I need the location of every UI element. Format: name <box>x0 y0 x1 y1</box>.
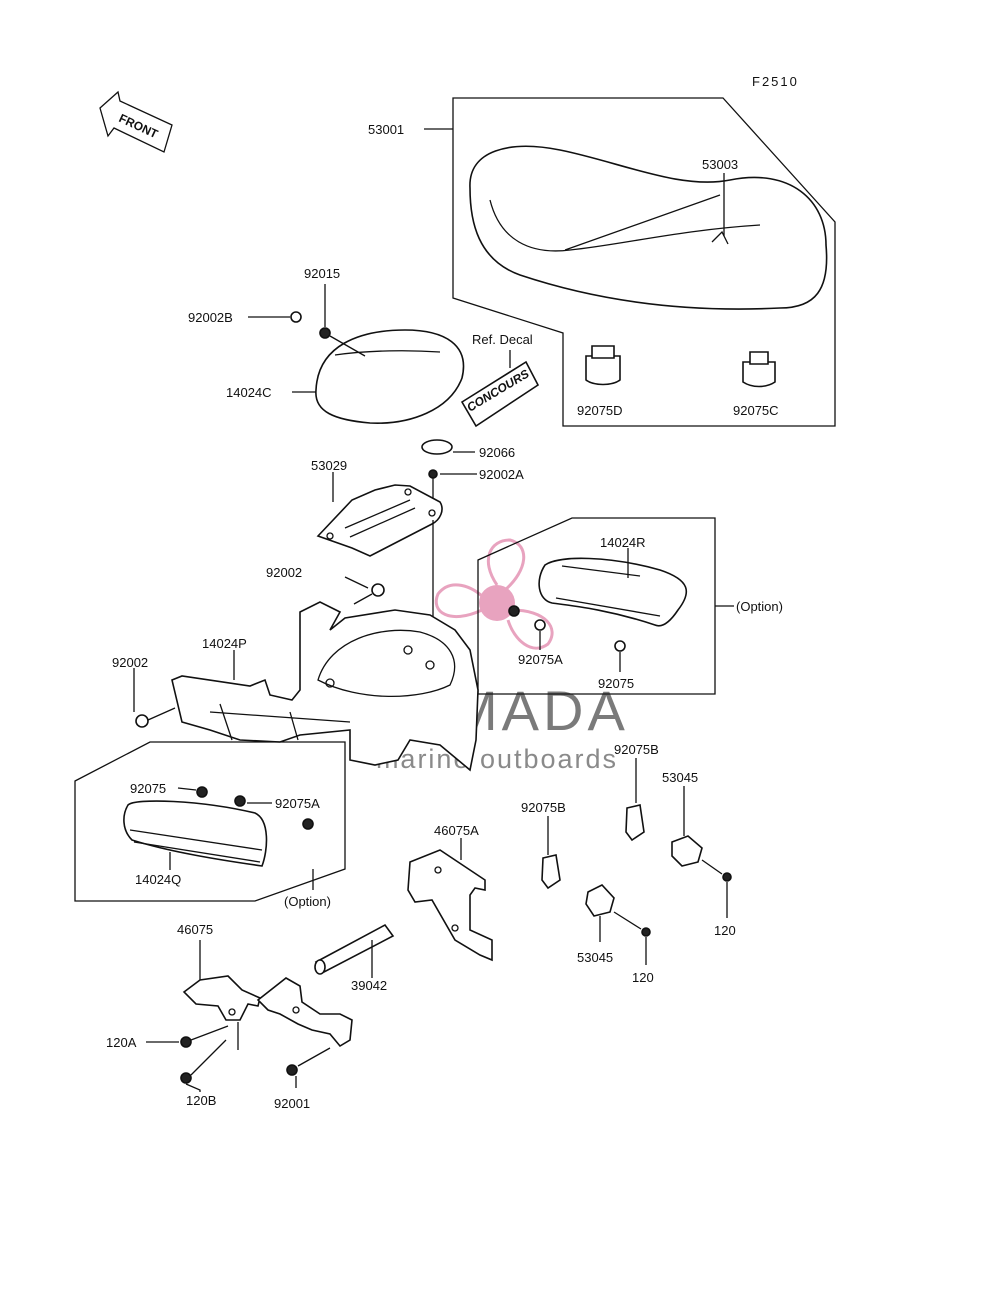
label-92001: 92001 <box>274 1096 310 1111</box>
seat-group-outline <box>452 97 836 427</box>
label-92015: 92015 <box>304 266 340 281</box>
label-92002A: 92002A <box>479 467 524 482</box>
cap-92066 <box>421 439 453 455</box>
label-120B: 120B <box>186 1093 216 1108</box>
label-92002-left: 92002 <box>112 655 148 670</box>
label-14024C: 14024C <box>226 385 272 400</box>
label-option-left: (Option) <box>284 894 331 909</box>
rear-fender-14024P <box>171 601 479 772</box>
label-46075: 46075 <box>177 922 213 937</box>
diagram-code: F2510 <box>752 74 799 89</box>
propeller-logo <box>434 538 554 650</box>
seat-damper-92075C <box>742 351 776 388</box>
label-120-right: 120 <box>714 923 736 938</box>
label-120-center: 120 <box>632 970 654 985</box>
nut-92001 <box>286 1064 298 1076</box>
label-53029: 53029 <box>311 458 347 473</box>
side-cover-14024Q <box>123 800 268 867</box>
seat-damper-92075D <box>585 345 621 386</box>
bolt-120-right <box>722 872 732 882</box>
label-92075A-left: 92075A <box>275 796 320 811</box>
nut-92015 <box>319 327 331 339</box>
label-53045-center: 53045 <box>577 950 613 965</box>
label-46075A: 46075A <box>434 823 479 838</box>
main-seat <box>469 145 828 310</box>
concours-decal: CONCOURS <box>460 360 540 428</box>
label-ref-decal: Ref. Decal <box>472 332 533 347</box>
option-box-left <box>74 741 346 902</box>
label-92075C: 92075C <box>733 403 779 418</box>
label-92075-right: 92075 <box>598 676 634 691</box>
nut-92075A-left-2 <box>302 818 314 830</box>
nut-92075A-left <box>234 795 246 807</box>
label-53003: 53003 <box>702 157 738 172</box>
label-92075D: 92075D <box>577 403 623 418</box>
seat-cowl-14024C <box>315 329 465 424</box>
clamp-92075B-center <box>541 854 561 890</box>
bolt-120A <box>180 1036 192 1048</box>
bracket-46075A <box>407 849 493 962</box>
label-92002-top: 92002 <box>266 565 302 580</box>
bolt-92002-left <box>135 714 149 728</box>
label-53001: 53001 <box>368 122 404 137</box>
label-14024Q: 14024Q <box>135 872 181 887</box>
watermark-tagline: marine outboards <box>376 744 618 774</box>
holder-53045-right <box>671 835 703 867</box>
label-92075A-right: 92075A <box>518 652 563 667</box>
bolt-120-center <box>641 927 651 937</box>
nut-92075A-right-1 <box>508 605 520 617</box>
rod-39042 <box>314 923 395 975</box>
bolt-92002A <box>428 469 438 479</box>
nut-92075-right <box>614 640 626 652</box>
holder-53045-center <box>585 884 615 917</box>
label-92075B-right: 92075B <box>614 742 659 757</box>
label-39042: 39042 <box>351 978 387 993</box>
bolt-92002B <box>290 311 302 323</box>
bracket-46075 <box>182 975 353 1048</box>
front-arrow-label: FRONT <box>117 111 161 141</box>
bolt-120B <box>180 1072 192 1084</box>
side-cover-14024R <box>538 557 688 627</box>
label-53045-right: 53045 <box>662 770 698 785</box>
label-92066: 92066 <box>479 445 515 460</box>
label-120A: 120A <box>106 1035 137 1050</box>
nut-92075-left <box>196 786 208 798</box>
nut-92075A-right-2 <box>534 619 546 631</box>
front-arrow: FRONT <box>99 90 173 153</box>
label-92002B: 92002B <box>188 310 233 325</box>
label-14024P: 14024P <box>202 636 247 651</box>
grab-rack-53029 <box>316 484 443 557</box>
label-92075B-center: 92075B <box>521 800 566 815</box>
clamp-92075B-right <box>625 804 645 842</box>
label-option-right: (Option) <box>736 599 783 614</box>
label-14024R: 14024R <box>600 535 646 550</box>
bolt-92002-top <box>371 583 385 597</box>
label-92075-left: 92075 <box>130 781 166 796</box>
